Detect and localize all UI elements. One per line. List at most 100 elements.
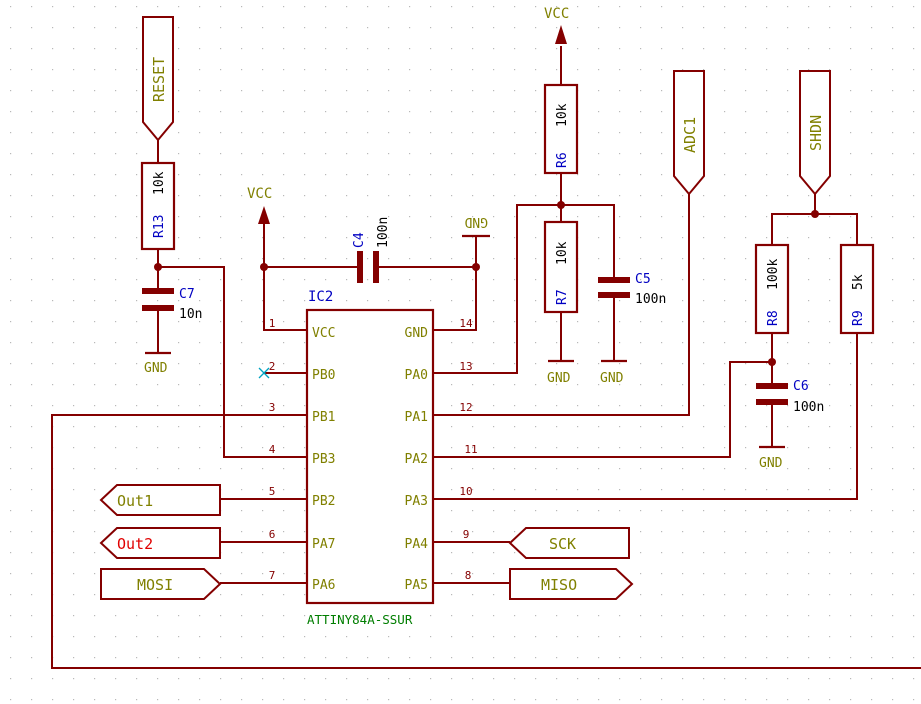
- junction-gnd: [472, 263, 480, 271]
- junction-vcc: [260, 263, 268, 271]
- gnd-label: GND: [600, 371, 624, 386]
- cap-plate: [142, 305, 174, 311]
- vcc-symbol-left: VCC: [247, 186, 272, 230]
- label-text: ADC1: [681, 117, 699, 153]
- resistor-ref: R7: [555, 289, 570, 305]
- pin-num: 4: [269, 443, 276, 456]
- pin-name: PA7: [312, 537, 335, 552]
- label-text: Out1: [117, 492, 153, 510]
- label-miso: MISO: [509, 568, 634, 600]
- pin-num: 5: [269, 485, 276, 498]
- resistor-ref: R9: [851, 310, 866, 326]
- resistor-r7: R7 10k: [543, 220, 579, 314]
- junction-shdn: [811, 210, 819, 218]
- junction-reset: [154, 263, 162, 271]
- pin-num: 14: [459, 317, 473, 330]
- label-adc1: ADC1: [673, 70, 705, 196]
- pin-num: 2: [269, 360, 276, 373]
- pin-name: PA6: [312, 578, 335, 593]
- capacitor-ref: C6: [793, 379, 809, 394]
- wire-reset-to-pb3: [158, 266, 307, 458]
- pin-name: PA3: [405, 494, 428, 509]
- label-shape: [799, 70, 831, 196]
- vcc-arrow-icon: [258, 206, 270, 224]
- resistor-body: [754, 243, 790, 335]
- capacitor-value: 10n: [179, 307, 202, 322]
- capacitor-c5: C5 100n: [598, 272, 666, 307]
- label-text: SCK: [549, 535, 576, 553]
- capacitor-c4: C4 100n: [352, 217, 391, 283]
- vcc-symbol-top: VCC: [544, 6, 569, 44]
- label-text: MOSI: [137, 576, 173, 594]
- pin-num: 7: [269, 569, 276, 582]
- wires: [51, 46, 921, 669]
- pin-num: 11: [464, 443, 477, 456]
- pin-name: PB1: [312, 410, 335, 425]
- label-shape: [673, 70, 705, 196]
- label-reset: RESET: [142, 16, 174, 142]
- ic2-ref: IC2: [308, 289, 333, 305]
- vcc-arrow-icon: [555, 25, 567, 44]
- gnd-symbol-c5: GND: [600, 359, 627, 386]
- pin-num: 9: [463, 528, 470, 541]
- resistor-r13: R13 10k: [140, 161, 176, 251]
- ic2-symbol: IC2 ATTINY84A-SSUR 1 VCC 2 PB0 3 PB1 4 P…: [269, 289, 478, 627]
- pin-name: PA4: [405, 537, 429, 552]
- gnd-label: GND: [547, 371, 571, 386]
- pin-name: PB0: [312, 368, 335, 383]
- ic2-right-pins: 14 GND 13 PA0 12 PA1 11 PA2 10 PA3 9 PA4…: [405, 317, 478, 593]
- label-shape: [99, 527, 221, 559]
- ic2-body: [305, 308, 435, 605]
- label-out2: Out2: [99, 527, 221, 559]
- wire-shdn-bus: [771, 213, 858, 245]
- capacitor-value: 100n: [635, 292, 666, 307]
- cap-plate: [373, 251, 379, 283]
- no-connect-marker: [258, 367, 270, 379]
- label-text: Out2: [117, 535, 153, 553]
- label-out1: Out1: [99, 484, 221, 516]
- pin-num: 1: [269, 317, 276, 330]
- pin-num: 12: [459, 401, 472, 414]
- label-shape: [142, 16, 174, 142]
- wire-pa0-divider: [433, 204, 615, 374]
- cap-plate: [598, 277, 630, 283]
- pin-num: 6: [269, 528, 276, 541]
- wire-pa2-c6: [433, 361, 772, 458]
- resistor-body: [543, 83, 579, 175]
- capacitor-value: 100n: [793, 400, 824, 415]
- pin-num: 13: [459, 360, 472, 373]
- cap-plate: [142, 288, 174, 294]
- capacitor-value: 100n: [376, 217, 391, 248]
- pin-name: PA2: [405, 452, 428, 467]
- pin-name: PA1: [405, 410, 428, 425]
- resistor-body: [140, 161, 176, 251]
- label-shape: [508, 527, 630, 559]
- vcc-label: VCC: [544, 6, 569, 22]
- cap-plate: [598, 292, 630, 298]
- resistor-body: [543, 220, 579, 314]
- label-text: MISO: [541, 576, 577, 594]
- label-text: SHDN: [807, 115, 825, 151]
- wire-pa3-r9: [433, 333, 858, 500]
- capacitor-ref: C4: [352, 232, 367, 248]
- capacitor-ref: C5: [635, 272, 651, 287]
- pin-name: VCC: [312, 326, 335, 341]
- label-shape: [99, 484, 221, 516]
- gnd-label: GND: [144, 361, 168, 376]
- pin-num: 8: [465, 569, 472, 582]
- label-shape: [100, 568, 222, 600]
- gnd-symbol-c6: GND: [759, 445, 785, 471]
- resistor-ref: R8: [766, 310, 781, 326]
- pin-num: 3: [269, 401, 276, 414]
- wire-pa1-adc1: [433, 194, 690, 416]
- junction-r8-c6: [768, 358, 776, 366]
- pin-name: GND: [405, 326, 429, 341]
- junctions: [154, 201, 819, 366]
- pin-name: PB3: [312, 452, 335, 467]
- resistor-ref: R13: [152, 215, 167, 238]
- capacitor-c7: C7 10n: [142, 287, 202, 322]
- ic2-part: ATTINY84A-SSUR: [307, 612, 413, 627]
- label-text: RESET: [150, 57, 168, 102]
- cap-plate: [756, 399, 788, 405]
